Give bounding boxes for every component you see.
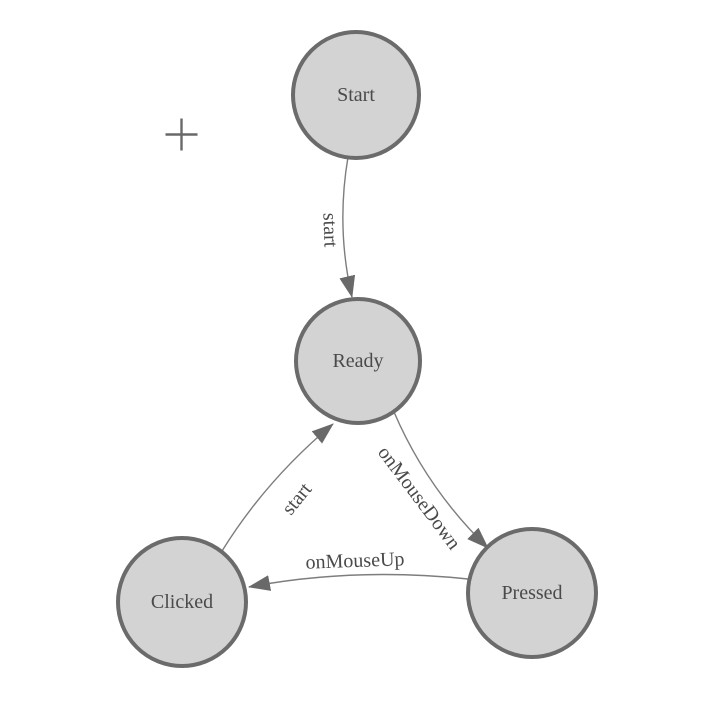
- node-start[interactable]: Start: [291, 30, 421, 160]
- edge-path-clicked-to-ready[interactable]: [221, 423, 334, 552]
- node-circle-ready[interactable]: [294, 297, 422, 425]
- node-label-ready: Ready: [332, 350, 383, 372]
- node-ready[interactable]: Ready: [294, 297, 422, 425]
- edge-label-ready-to-pressed: onMouseDown: [373, 442, 465, 554]
- edge-path-start-to-ready[interactable]: [339, 156, 356, 298]
- edge-clicked-to-ready[interactable]: start: [221, 423, 334, 552]
- edge-label-clicked-to-ready: start: [278, 478, 317, 519]
- edge-label-start-to-ready: start: [318, 212, 341, 248]
- node-pressed[interactable]: Pressed: [466, 527, 598, 659]
- edge-path-pressed-to-clicked[interactable]: [248, 573, 469, 591]
- node-label-clicked: Clicked: [151, 591, 213, 613]
- plus-crosshair-icon: [165, 118, 198, 151]
- edge-label-pressed-to-clicked: onMouseUp: [305, 548, 405, 573]
- edge-ready-to-pressed[interactable]: onMouseDown: [373, 411, 489, 554]
- node-circle-start[interactable]: [291, 30, 421, 160]
- node-label-start: Start: [337, 84, 375, 106]
- node-circle-pressed[interactable]: [466, 527, 598, 659]
- overlay-layer: [165, 118, 198, 151]
- node-clicked[interactable]: Clicked: [116, 536, 248, 668]
- edge-path-ready-to-pressed[interactable]: [393, 411, 489, 549]
- edge-start-to-ready[interactable]: start: [318, 156, 356, 298]
- edge-pressed-to-clicked[interactable]: onMouseUp: [248, 548, 469, 591]
- node-label-pressed: Pressed: [501, 582, 562, 604]
- node-circle-clicked[interactable]: [116, 536, 248, 668]
